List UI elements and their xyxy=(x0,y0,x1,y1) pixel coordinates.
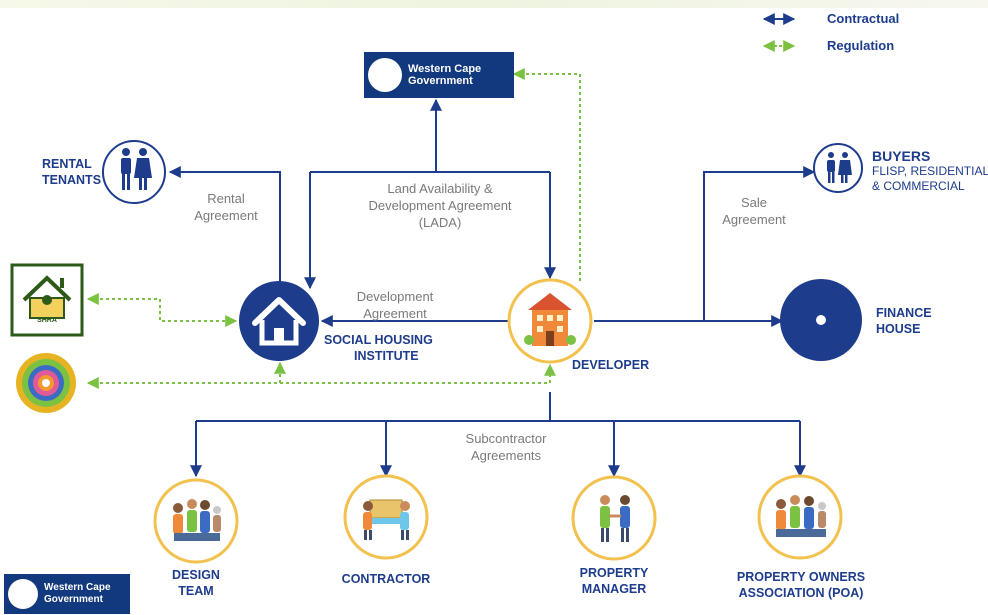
social-housing-line2: INSTITUTE xyxy=(354,349,419,363)
buyers-icon xyxy=(813,143,863,193)
rental-tenants-label: RENTAL TENANTS xyxy=(42,156,101,188)
rental-agreement-line1: Rental xyxy=(207,191,245,206)
lada-label: Land Availability & Development Agreemen… xyxy=(332,180,548,231)
developer-label: DEVELOPER xyxy=(572,358,650,372)
shra-logo xyxy=(10,263,84,337)
contractual-connectors xyxy=(168,98,816,478)
poa-line2: ASSOCIATION (POA) xyxy=(738,586,864,600)
property-manager-line1: PROPERTY xyxy=(579,566,649,580)
social-housing-house-icon xyxy=(239,281,319,361)
developer-building-icon xyxy=(507,278,593,364)
buyers-line3: & COMMERCIAL xyxy=(872,179,965,193)
sale-agreement-line1: Sale xyxy=(740,195,768,210)
wcg-crest-icon xyxy=(8,579,38,609)
edge-shi-rental-tenants xyxy=(168,166,281,288)
social-housing-line1: SOCIAL HOUSING xyxy=(324,333,433,347)
development-agreement-line1: Development xyxy=(356,289,434,304)
wcg-bottom-line1: Western Cape xyxy=(44,582,111,593)
buyers-label: BUYERS FLISP, RESIDENTIAL & COMMERCIAL xyxy=(872,148,988,194)
rental-tenants-line1: RENTAL xyxy=(42,157,92,171)
rental-agreement-label: Rental Agreement xyxy=(178,190,274,224)
subcontractor-line1: Subcontractor xyxy=(465,431,547,446)
poa-label: PROPERTY OWNERS ASSOCIATION (POA) xyxy=(722,569,880,601)
legend-regulation-label: Regulation xyxy=(827,38,895,53)
regulation-connectors xyxy=(86,68,581,389)
sale-agreement-label: Sale Agreement xyxy=(706,194,802,228)
property-manager-line2: MANAGER xyxy=(581,582,647,596)
reg-wcg-developer xyxy=(512,68,581,282)
finance-house-line1: FINANCE xyxy=(876,306,932,320)
legend-contractual-label: Contractual xyxy=(827,11,900,26)
design-team-icon xyxy=(153,478,239,564)
finance-house-label: FINANCE HOUSE xyxy=(876,305,932,337)
development-agreement-line2: Agreement xyxy=(363,306,427,321)
design-team-label: DESIGN TEAM xyxy=(156,567,236,599)
wcg-bottom-line2: Government xyxy=(44,594,103,605)
buyers-title: BUYERS xyxy=(872,148,931,164)
wcg-top-line2: Government xyxy=(408,75,473,87)
lada-line1: Land Availability & xyxy=(387,181,493,196)
wcg-top-line1: Western Cape xyxy=(408,63,482,75)
subcontractor-label: Subcontractor Agreements xyxy=(444,430,568,464)
social-housing-label: SOCIAL HOUSING INSTITUTE xyxy=(324,332,433,364)
lada-line3: (LADA) xyxy=(418,215,462,230)
sale-agreement-line2: Agreement xyxy=(722,212,786,227)
shra-logo-title: SHRA xyxy=(37,317,57,324)
rental-tenants-line2: TENANTS xyxy=(42,173,102,187)
rosette-logo xyxy=(16,353,76,413)
contractor-label: CONTRACTOR xyxy=(341,572,431,586)
subcontractor-line2: Agreements xyxy=(470,448,542,463)
buyers-line2: FLISP, RESIDENTIAL xyxy=(872,164,988,178)
design-team-line1: DESIGN xyxy=(172,568,220,582)
wcg-top-badge: Western Cape Government xyxy=(364,52,514,98)
design-team-line2: TEAM xyxy=(178,584,214,598)
contractor-icon xyxy=(343,474,429,560)
reg-shra-shi xyxy=(86,293,238,327)
property-manager-label: PROPERTY MANAGER xyxy=(564,565,664,597)
rental-agreement-line2: Agreement xyxy=(194,208,258,223)
poa-icon xyxy=(757,474,843,560)
rental-tenants-icon xyxy=(102,140,166,204)
poa-line1: PROPERTY OWNERS xyxy=(736,570,866,584)
wcg-bottom-badge: Western Cape Government xyxy=(4,574,130,614)
finance-house-line2: HOUSE xyxy=(876,322,921,336)
shra-logo-text: SHRA xyxy=(12,317,82,325)
top-decorative-strip xyxy=(0,0,988,8)
finance-house-icon xyxy=(780,279,862,361)
edge-sale-buyers xyxy=(703,166,816,321)
wcg-crest-icon xyxy=(368,58,402,92)
property-manager-icon xyxy=(571,475,657,561)
lada-line2: Development Agreement xyxy=(368,198,512,213)
development-agreement-label: Development Agreement xyxy=(336,288,454,322)
